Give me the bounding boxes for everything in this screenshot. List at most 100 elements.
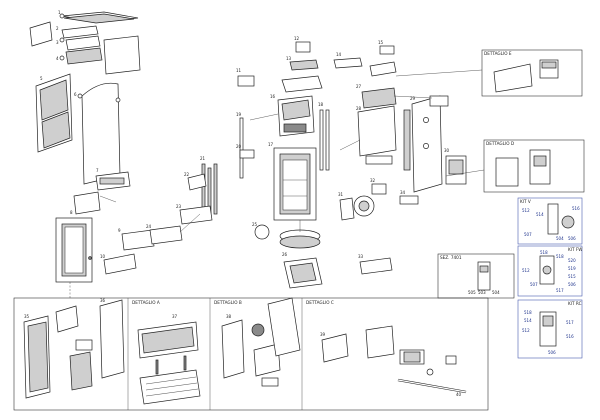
kit-rc-label-514: 514	[524, 318, 532, 323]
callout: 2	[56, 26, 59, 31]
callout: 38	[226, 314, 232, 319]
callout: 5	[40, 76, 43, 81]
callout: 17	[268, 142, 274, 147]
callout: 28	[356, 106, 362, 111]
kit-v-box: KIT V 512 514 516 507 504 506	[517, 197, 583, 245]
callout: 1	[58, 10, 61, 15]
vertical-rods	[201, 109, 330, 217]
callout: 29	[410, 96, 416, 101]
kit-v-label-512: 512	[522, 208, 530, 213]
callout: 12	[294, 36, 300, 41]
kit-fw-label-507: 507	[530, 282, 538, 287]
callout: 27	[356, 84, 362, 89]
kit-rc-label-512: 512	[522, 328, 530, 333]
kit-fw-label-518: 518	[540, 250, 548, 255]
kit-rc-box: KIT RC 518 514 512 517 516 506	[517, 299, 583, 359]
callout: 20	[236, 144, 242, 149]
kit-fw-box: KIT FW 518 518 520 512 519 507 515 517 5…	[517, 245, 582, 297]
kit-fw-label-518b: 518	[556, 254, 564, 259]
sez-label-505: 505	[468, 290, 476, 295]
part-callouts: 1 2 3 4 5 6 7 8 9 10 11 12 13 14 15 16 1…	[24, 10, 462, 397]
dettaglio-e-title: DETTAGLIO E	[484, 51, 512, 56]
kit-rc-label-516: 516	[566, 334, 574, 339]
top-plates	[281, 41, 397, 93]
kit-fw-label-506: 506	[568, 282, 576, 287]
callout: 25	[252, 222, 258, 227]
stove-body	[273, 147, 317, 221]
sez-label-503: 503	[478, 290, 486, 295]
callout: 21	[200, 156, 206, 161]
kit-v-label-516: 516	[572, 206, 580, 211]
callout: 13	[286, 56, 292, 61]
callout: 30	[444, 148, 450, 153]
callout: 31	[338, 192, 344, 197]
dettaglio-b-title: DETTAGLIO B	[214, 300, 242, 305]
smoke-fan	[339, 183, 387, 221]
callout: 34	[400, 190, 406, 195]
callout: 9	[118, 228, 121, 233]
callout: 4	[56, 56, 59, 61]
callout: 22	[184, 172, 190, 177]
kit-rc-label-506: 506	[548, 350, 556, 355]
kit-fw-label-512: 512	[522, 268, 530, 273]
callout: 11	[236, 68, 242, 73]
callout: 6	[74, 92, 77, 97]
callout: 39	[320, 332, 326, 337]
dettaglio-a-parts	[137, 321, 201, 405]
rear-panel	[403, 95, 443, 193]
callout: 3	[56, 40, 59, 45]
combustion-chamber	[277, 95, 315, 137]
kit-rc-title: KIT RC	[568, 301, 582, 306]
sez-label-504: 504	[492, 290, 500, 295]
dettaglio-d-box: DETTAGLIO D	[483, 139, 585, 193]
kit-v-label-514: 514	[536, 212, 544, 217]
burn-pot	[279, 229, 323, 289]
door-detail	[23, 299, 125, 399]
kit-fw-label-519: 519	[568, 266, 576, 271]
callout: 33	[358, 254, 364, 259]
dettaglio-e-box: DETTAGLIO E	[481, 49, 583, 97]
dettaglio-c-title: DETTAGLIO C	[306, 300, 334, 305]
callout: 19	[236, 112, 242, 117]
callout: 36	[100, 298, 106, 303]
kit-v-title: KIT V	[520, 199, 531, 204]
kit-fw-label-515: 515	[568, 274, 576, 279]
ash-pan-parts	[73, 171, 155, 275]
dettaglio-b-parts	[221, 319, 281, 387]
kit-v-label-506: 506	[568, 236, 576, 241]
callout: 23	[176, 204, 182, 209]
callout: 10	[100, 254, 106, 259]
kit-rc-label-517: 517	[566, 320, 574, 325]
sez-title: SEZ. 7401	[440, 255, 462, 260]
dettaglio-d-title: DETTAGLIO D	[486, 141, 514, 146]
callout: 40	[456, 392, 462, 397]
left-side-panel	[35, 73, 73, 153]
callout: 26	[282, 252, 288, 257]
kit-fw-label-517: 517	[556, 288, 564, 293]
dettaglio-c-parts	[267, 297, 467, 394]
callout: 16	[270, 94, 276, 99]
kit-rc-label-518: 518	[524, 310, 532, 315]
leader-lines	[69, 69, 485, 298]
right-side-panel	[77, 82, 121, 185]
kit-fw-title: KIT FW	[568, 247, 582, 252]
callout: 32	[370, 178, 376, 183]
callout: 37	[172, 314, 178, 319]
callout: 8	[70, 210, 73, 215]
top-cover-group	[29, 11, 141, 75]
callout: 7	[96, 168, 99, 173]
dettaglio-a-title: DETTAGLIO A	[132, 300, 160, 305]
callout: 15	[378, 40, 384, 45]
pellet-hopper	[357, 87, 397, 165]
callout: 35	[24, 314, 30, 319]
kit-fw-label-520: 520	[568, 258, 576, 263]
bottom-detail-frame: DETTAGLIO A DETTAGLIO B DETTAGLIO C	[13, 297, 489, 411]
callout: 18	[318, 102, 324, 107]
sez-box: SEZ. 7401 505 503 504	[437, 253, 515, 299]
front-door	[55, 217, 93, 283]
callout: 14	[336, 52, 342, 57]
center-small-parts	[149, 75, 449, 275]
electronic-board	[445, 155, 467, 185]
